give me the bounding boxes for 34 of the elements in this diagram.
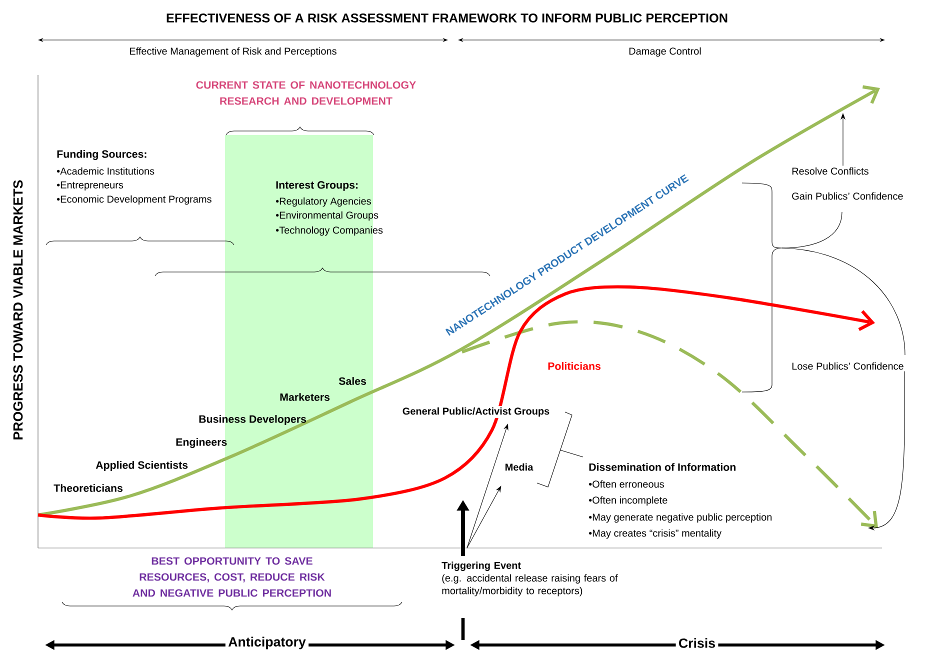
- stage-heading: CURRENT STATE OF NANOTECHNOLOGY RESEARCH AND DEVELOPMENT: [196, 81, 416, 105]
- outcome-label: Resolve Conflicts: [792, 167, 868, 175]
- stage-label: Engineers: [176, 438, 227, 448]
- outcome-label: Gain Publics’ Confidence: [792, 192, 903, 200]
- list-item: •Environmental Groups: [276, 211, 378, 221]
- phase-label: Crisis: [676, 635, 718, 651]
- phase-label: Anticipatory: [225, 634, 309, 652]
- event-text: Triggering Event (e.g. accidental release raising fears of mortality/morbidity to receptors): [442, 562, 618, 596]
- list-heading: Funding Sources:: [57, 150, 146, 160]
- stage-label: Theoreticians: [54, 484, 123, 492]
- list-item: •Entrepreneurs: [57, 182, 124, 190]
- list-item: •Regulatory Agencies: [276, 197, 371, 207]
- list-item: •Often erroneous: [589, 480, 664, 488]
- list-item: •Often incomplete: [589, 496, 668, 506]
- list-item: •May generate negative public perception: [589, 513, 772, 523]
- stage-label: Sales: [338, 377, 366, 385]
- axis-title: PROGRESS TOWARD VIABLE MARKETS: [13, 180, 23, 440]
- curve-label: Politicians: [548, 362, 601, 370]
- list-item: •May creates “crisis” mentality: [589, 529, 722, 539]
- section-heading: Damage Control: [629, 47, 701, 57]
- stage-label: Marketers: [280, 393, 330, 401]
- section-heading: Effective Management of Risk and Perceptions: [130, 47, 336, 57]
- group-label: General Public/Activist Groups: [401, 406, 551, 418]
- list-heading: Interest Groups:: [276, 181, 358, 191]
- title: EFFECTIVENESS OF A RISK ASSESSMENT FRAMEWORK TO INFORM PUBLIC PERCEPTION: [166, 14, 728, 22]
- list-item: •Academic Institutions: [57, 167, 154, 175]
- list-heading: Dissemination of Information: [589, 463, 736, 471]
- stage-label: Applied Scientists: [96, 461, 188, 471]
- list-item: •Technology Companies: [276, 226, 383, 236]
- opportunity-text: BEST OPPORTUNITY TO SAVE RESOURCES, COST, REDUCE RISK AND NEGATIVE PUBLIC PERCEPTION: [132, 557, 331, 597]
- outcome-label: Lose Publics’ Confidence: [792, 362, 904, 370]
- list-item: •Economic Development Programs: [57, 195, 212, 205]
- group-label: Media: [506, 463, 534, 471]
- stage-label: Business Developers: [199, 415, 306, 425]
